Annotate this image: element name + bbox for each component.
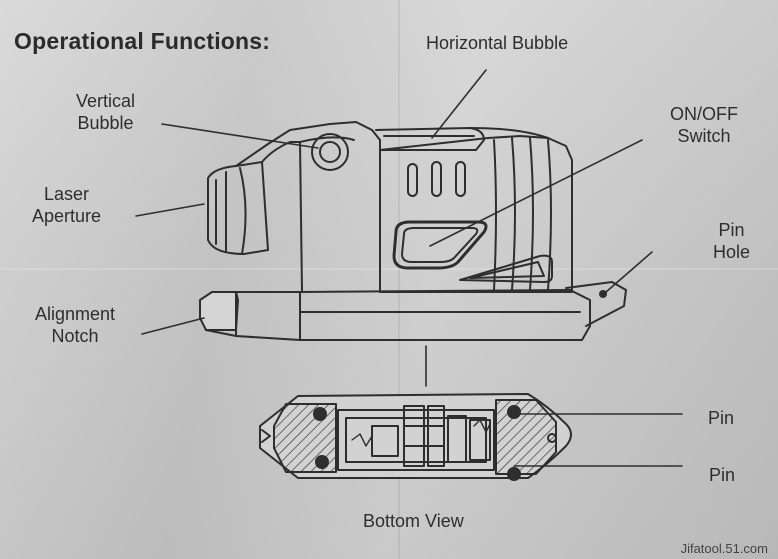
bottom-view-drawing — [259, 393, 572, 481]
base-plate — [199, 281, 627, 341]
pin-leader-lines — [513, 413, 683, 467]
label-alignment-notch: Alignment Notch — [35, 304, 116, 346]
diagram-title: Operational Functions: — [14, 28, 271, 54]
label-vertical-bubble: Vertical Bubble — [76, 91, 136, 133]
label-horizontal-bubble: Horizontal Bubble — [426, 33, 569, 53]
laser-aperture-nose — [207, 161, 269, 255]
label-laser-aperture: Laser Aperture — [32, 184, 102, 226]
pin-hole-mark — [599, 290, 607, 298]
label-pin-bottom: Pin — [709, 465, 736, 485]
main-housing — [235, 121, 573, 293]
label-bottom-view: Bottom View — [363, 511, 464, 531]
label-pin-top: Pin — [708, 408, 735, 428]
paper-fold-vertical — [398, 0, 400, 559]
label-on-off-switch: ON/OFF Switch — [670, 104, 738, 146]
leader-lines — [135, 69, 653, 387]
paper-fold-horizontal — [0, 268, 778, 270]
watermark: Jifatool.51.com — [680, 541, 768, 556]
label-pin-hole: Pin Hole — [713, 220, 751, 262]
